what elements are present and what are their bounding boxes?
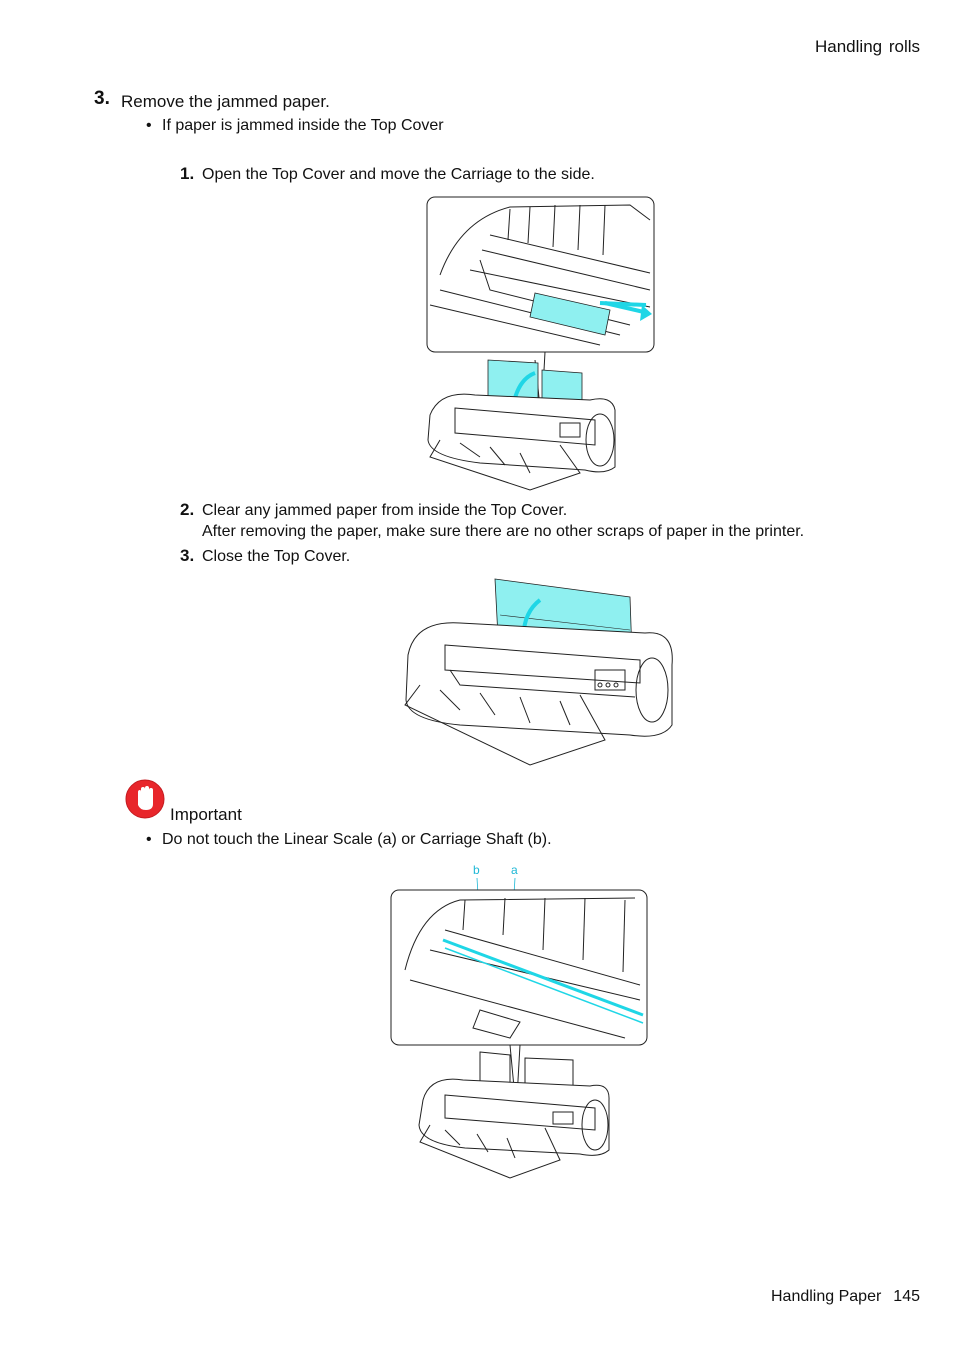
callout-label-a: a <box>511 863 518 877</box>
running-header: Handling rolls <box>815 37 920 56</box>
step-title: Remove the jammed paper. <box>121 92 330 111</box>
bullet-item: If paper is jammed inside the Top Cover <box>146 117 444 135</box>
close-top-cover-illustration <box>404 578 673 766</box>
substep-number-3: 3. <box>180 546 195 565</box>
substep-text-2: Clear any jammed paper from inside the T… <box>202 502 568 519</box>
callout-label-b: b <box>473 863 480 877</box>
important-title: Important <box>170 805 242 824</box>
footer-chapter: Handling Paper <box>771 1288 882 1305</box>
substep-number-2: 2. <box>180 500 195 519</box>
linear-scale-carriage-shaft-illustration: b a <box>390 863 648 1179</box>
important-bullet: Do not touch the Linear Scale (a) or Car… <box>146 831 552 849</box>
stop-hand-icon <box>125 779 165 819</box>
page-footer: Handling Paper 145 <box>771 1288 920 1306</box>
substep-number-1: 1. <box>180 164 195 183</box>
open-top-cover-illustration <box>426 196 655 491</box>
substep-note-2: After removing the paper, make sure ther… <box>202 523 805 540</box>
substep-text-3: Close the Top Cover. <box>202 548 351 565</box>
step-number: 3. <box>94 88 110 109</box>
substep-text-1: Open the Top Cover and move the Carriage… <box>202 166 595 183</box>
page-number: 145 <box>893 1288 920 1305</box>
